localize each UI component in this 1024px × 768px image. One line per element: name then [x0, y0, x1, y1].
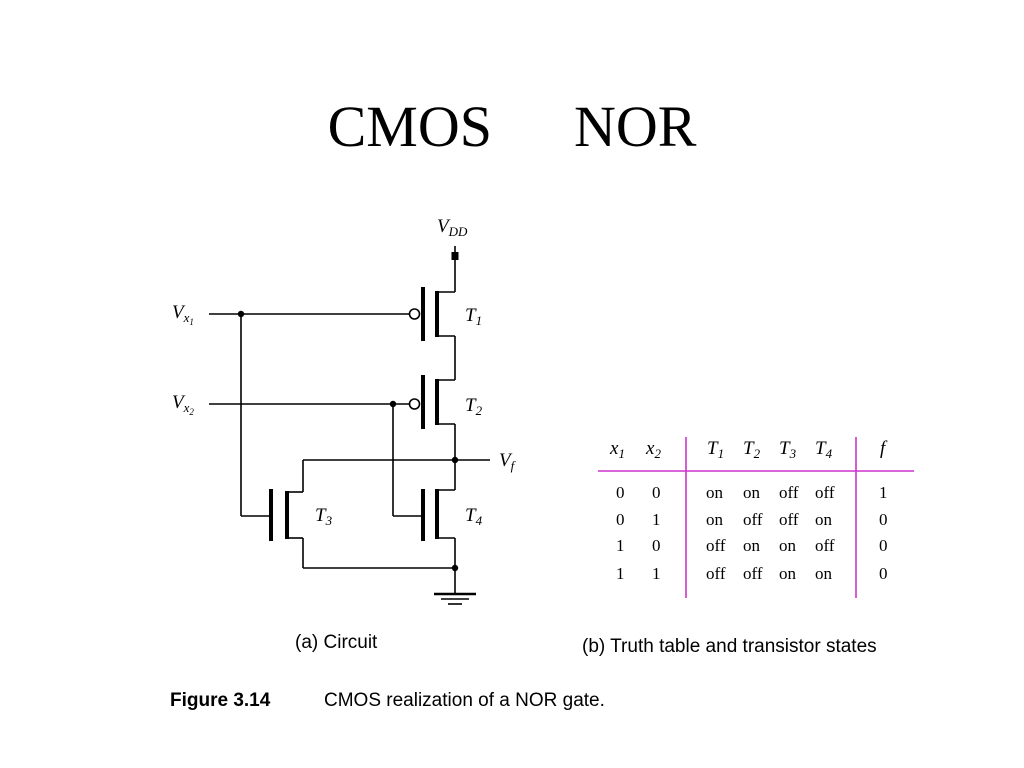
cell-x2: 1: [652, 564, 661, 583]
t1-label: T1: [465, 305, 482, 328]
transistor-t2: [408, 375, 456, 490]
vx2-junction: [389, 400, 397, 408]
title-word-nor: NOR: [573, 94, 697, 159]
header-x1: x1: [609, 438, 625, 461]
cell-x1: 1: [616, 536, 625, 555]
header-t3: T3: [779, 438, 797, 461]
cell-t1: on: [706, 483, 724, 502]
cell-t2: off: [743, 510, 763, 529]
circuit-caption: (a) Circuit: [295, 632, 378, 653]
vx1-label: Vx1: [172, 302, 194, 327]
cell-f: 0: [879, 536, 888, 555]
cell-t4: off: [815, 483, 835, 502]
table-row: 0 0 on on off off 1: [616, 483, 888, 502]
t1-gate-bubble: [408, 308, 421, 320]
table-row: 1 0 off on on off 0: [616, 536, 888, 555]
vx2-label: Vx2: [172, 392, 194, 417]
ground-symbol: [434, 592, 476, 605]
cell-t3: on: [779, 536, 797, 555]
truth-table: x1 x2 T1 T2 T3 T4 f 0 0 on on off off 1 …: [598, 437, 914, 598]
figure-caption: Figure 3.14 CMOS realization of a NOR gat…: [170, 690, 605, 712]
transistor-t1: [408, 287, 456, 380]
header-t2: T2: [743, 438, 761, 461]
cell-t3: on: [779, 564, 797, 583]
cell-t1: off: [706, 536, 726, 555]
header-f: f: [880, 438, 888, 459]
header-t1: T1: [707, 438, 724, 461]
cell-x1: 0: [616, 510, 625, 529]
truth-table-caption: (b) Truth table and transistor states: [582, 636, 877, 657]
header-t4: T4: [815, 438, 833, 461]
truth-table-rules: [598, 437, 914, 598]
cell-t3: off: [779, 483, 799, 502]
vf-junction: [451, 456, 459, 464]
figure-text: CMOS realization of a NOR gate.: [324, 690, 605, 711]
cell-t3: off: [779, 510, 799, 529]
cell-t2: on: [743, 536, 761, 555]
title-word-cmos: CMOS: [327, 94, 492, 159]
transistor-t3: [269, 460, 304, 568]
cell-x2: 1: [652, 510, 661, 529]
transistor-t4: [421, 489, 456, 594]
table-row: 1 1 off off on on 0: [616, 564, 888, 583]
vx1-junction: [237, 310, 245, 318]
t3-label: T3: [315, 505, 333, 528]
cell-x2: 0: [652, 483, 661, 502]
truth-table-header: x1 x2 T1 T2 T3 T4 f: [609, 438, 888, 461]
vf-label: Vf: [499, 450, 517, 473]
cell-x1: 0: [616, 483, 625, 502]
cell-x1: 1: [616, 564, 625, 583]
vdd-terminal: [451, 252, 459, 260]
cell-t2: off: [743, 564, 763, 583]
cell-x2: 0: [652, 536, 661, 555]
t4-label: T4: [465, 505, 483, 528]
t2-label: T2: [465, 395, 483, 418]
ground-junction: [451, 564, 459, 572]
slide-title: CMOS NOR: [0, 98, 1024, 156]
vdd-label: VDD: [437, 216, 468, 239]
figure-number: Figure 3.14: [170, 690, 271, 711]
cell-t4: on: [815, 564, 833, 583]
circuit-schematic: [209, 246, 490, 605]
t2-gate-bubble: [408, 398, 421, 410]
header-x2: x2: [645, 438, 661, 461]
truth-table-body: 0 0 on on off off 1 0 1 on off off on 0 …: [616, 483, 888, 583]
cell-t2: on: [743, 483, 761, 502]
cell-t1: off: [706, 564, 726, 583]
cell-t4: on: [815, 510, 833, 529]
table-row: 0 1 on off off on 0: [616, 510, 888, 529]
cell-t4: off: [815, 536, 835, 555]
cell-f: 1: [879, 483, 888, 502]
cell-t1: on: [706, 510, 724, 529]
cell-f: 0: [879, 510, 888, 529]
circuit-labels: VDD Vx1 Vx2 Vf T1 T2 T3 T4: [172, 216, 517, 528]
cell-f: 0: [879, 564, 888, 583]
